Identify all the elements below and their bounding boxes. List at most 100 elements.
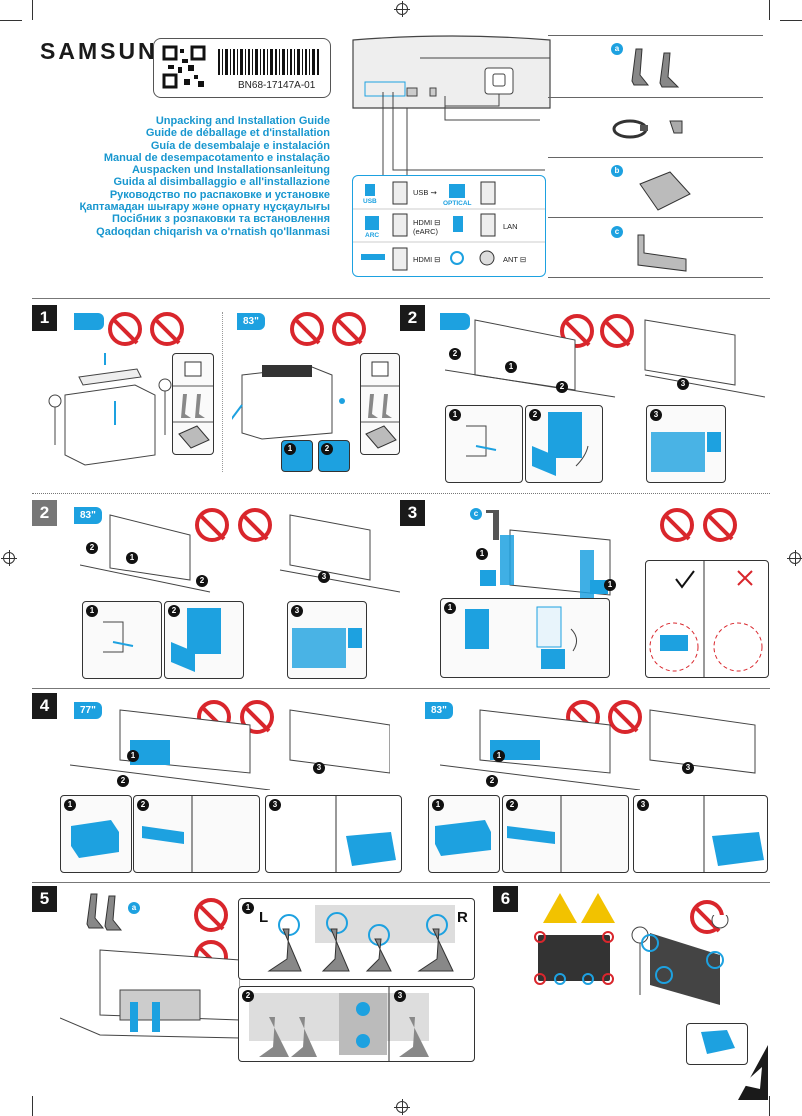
crop-mark [769,1096,770,1116]
sub-step-number: 1 [64,799,76,811]
section-divider [32,688,770,689]
title-pt: Manual de desempacotamento e instalação [103,151,330,164]
title-en: Unpacking and Installation Guide [155,115,330,127]
accessory-divider [548,277,763,278]
clip-detail-2: 2 [318,440,350,472]
cloth-icon [639,171,691,211]
accessory-badge-c: c [470,508,482,520]
no-lay-flat-icon [150,312,184,346]
title-ru: Руководство по распаковке и установке [109,188,330,201]
lift-tv-detail-icon [703,796,764,872]
sub-step-number: 3 [650,409,662,421]
guide-plate-icon [637,234,687,272]
clip-detail-icon [103,621,134,653]
size-tag-default [440,313,470,330]
size-tag-83: 83" [74,507,102,524]
detail-panel-2: 2 [502,795,629,873]
usb-power-label: USB ⇝ [413,188,437,197]
lan-label: LAN [503,222,518,231]
detail-panel-3: 3 [633,795,768,873]
registration-mark [394,1,410,17]
parts-icon [173,361,213,449]
sub-step-number: 2 [321,443,333,455]
clip-detail-icon [466,425,497,457]
packing-detail-icon [507,796,562,872]
accessory-badge-c: c [611,226,623,238]
stand-right-label: R [457,909,468,926]
callout-1: 1 [505,361,517,373]
page-turn-icon [738,1045,768,1100]
sub-step-number: 2 [506,799,518,811]
crop-mark [32,1096,33,1116]
title-uk: Посібник з розпаковки та встановлення [112,213,330,226]
size-tag-77: 77" [74,702,102,719]
callout-2: 2 [486,775,498,787]
size-tag-83: 83" [237,313,265,330]
detail-panel-2: 2 [133,795,260,873]
sub-step-number: 3 [394,990,406,1002]
registration-mark [394,1099,410,1115]
warning-two-person-icon [543,893,577,923]
clip-detail-icon [171,608,221,672]
hand-detail-panel [686,1023,748,1065]
ports-panel: USB USB ⇝ OPTICAL ARC HDMI ⊟ (eARC) LAN … [352,175,546,277]
step-6-badge: 6 [493,886,518,912]
detail-panel-1: 1 [82,601,162,679]
accessory-badge-a: a [611,43,623,55]
hdmi-earc-label: HDMI ⊟ (eARC) [413,218,441,236]
step-2-83-badge: 2 [32,500,57,526]
sub-step-number: 1 [444,602,456,614]
accessory-badge-a: a [128,902,140,914]
qr-code-icon [162,45,319,89]
callout-3: 3 [682,762,694,774]
detail-panel-1: 1 [60,795,132,873]
correct-incorrect-panel [645,560,769,678]
size-tag-83: 83" [425,702,453,719]
section-divider [32,298,770,299]
lift-tv-detail-icon [335,796,396,872]
step-2-badge: 2 [400,305,425,331]
stand-lock-icon [249,987,429,1061]
callout-3: 3 [313,762,325,774]
callout-2: 2 [86,542,98,554]
stand-left-label: L [259,909,269,926]
step-1-badge: 1 [32,305,57,331]
carrying-tv-illustration [631,915,729,1005]
callout-2: 2 [196,575,208,587]
unboxing-illustration [48,353,172,466]
section-divider [32,493,770,494]
detail-panel-3: 3 [287,601,367,679]
insert-guide-illustration [480,510,611,600]
packing-detail-icon [142,796,193,872]
column-divider [222,312,223,472]
callout-2: 2 [556,381,568,393]
crop-mark [0,20,22,21]
callout-1: 1 [493,750,505,762]
sub-step-number: 1 [242,902,254,914]
crop-mark [32,0,33,20]
remove-clips-illustration [445,319,765,398]
barcode-label [153,38,331,98]
no-lay-flat-icon [600,314,634,348]
clip-detail-icon [651,432,721,472]
model-code: BN68-17147A-01 [238,80,316,91]
hand-grip-icon [701,1030,735,1054]
callout-3: 3 [677,378,689,390]
sub-step-number: 1 [86,605,98,617]
sub-step-number: 1 [449,409,461,421]
no-lay-flat-icon [703,508,737,542]
no-cut-icon [108,312,142,346]
title-fr: Guide de déballage et d'installation [145,127,330,140]
parts-card [172,353,214,455]
optical-port-label: OPTICAL [443,200,472,207]
unboxing-83-illustration [232,365,345,440]
accessory-badge-b: b [611,165,623,177]
no-cut-icon [660,508,694,542]
check-cross-icon [649,561,763,677]
tv-back-diagram [352,35,551,180]
step-5-badge: 5 [32,886,57,912]
registration-mark [787,550,802,566]
guide-titles: Unpacking and Installation Guide Guide d… [79,115,330,238]
sub-step-number: 1 [432,799,444,811]
handling-points-icon [534,931,614,985]
